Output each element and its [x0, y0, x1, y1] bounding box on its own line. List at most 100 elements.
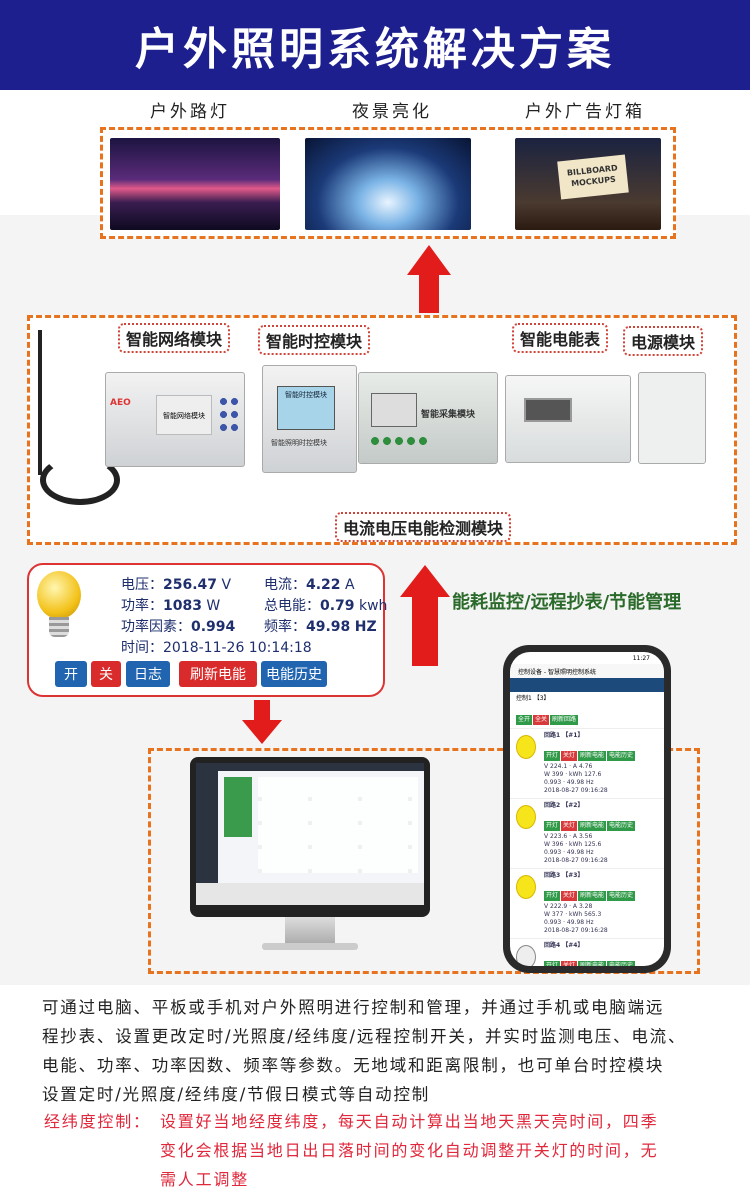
- device-screen: 智能时控模块: [277, 386, 335, 430]
- description-line: 可通过电脑、平板或手机对户外照明进行控制和管理，并通过手机或电脑端远: [42, 998, 665, 1017]
- refresh-energy-button[interactable]: 刷新电能: [179, 661, 257, 687]
- arrow-down: [254, 700, 270, 722]
- meter-display: [524, 398, 572, 422]
- latlng-label: 经纬度控制：: [44, 1112, 151, 1131]
- arrow-up-1: [419, 275, 439, 313]
- circuit-button[interactable]: 开灯: [544, 821, 561, 831]
- circuit-name: 回路3 【#3】: [544, 872, 584, 879]
- network-module-device: AEO 智能网络模块: [105, 372, 245, 467]
- circuit-item: 回路3 【#3】 开灯关灯刷新电能电能历史 V 222.9 · A 3.28 W…: [510, 868, 664, 938]
- freq-unit: HZ: [354, 619, 377, 635]
- energy-unit: kwh: [359, 598, 388, 614]
- timer-module-device: 智能时控模块 智能照明时控模块: [262, 365, 357, 473]
- description-line: 设置定时/光照度/经纬度/节假日模式等自动控制: [42, 1085, 431, 1104]
- circuit-button[interactable]: 刷新电能: [578, 751, 607, 761]
- circuit-button[interactable]: 关灯: [561, 961, 578, 966]
- time-value: 2018-11-26 10:14:18: [163, 640, 312, 656]
- circuit-name: 回路1 【#1】: [544, 732, 584, 739]
- tag-timer-module: 智能时控模块: [258, 325, 371, 355]
- lightbulb-icon: [516, 805, 536, 829]
- description: 可通过电脑、平板或手机对户外照明进行控制和管理，并通过手机或电脑端远 程抄表、设…: [42, 993, 686, 1109]
- circuit-button[interactable]: 电能历史: [607, 961, 636, 966]
- circuit-item: 回路2 【#2】 开灯关灯刷新电能电能历史 V 223.6 · A 3.56 W…: [510, 798, 664, 868]
- circuit-readings-pfhz: 0.993 · 49.98 Hz: [544, 849, 594, 856]
- energy-readout-panel: 电压：256.47 V 电流：4.22 A 功率：1083 W 总电能：0.79…: [27, 563, 388, 697]
- arrow-down-head: [242, 720, 282, 744]
- circuit-readings-va: V 224.1 · A 4.76: [544, 763, 593, 770]
- energy-label: 总电能：: [264, 598, 320, 614]
- energy-meter-device: [505, 375, 631, 463]
- voltage-label: 电压：: [121, 577, 163, 593]
- power-label: 功率：: [121, 598, 163, 614]
- monitor-stand: [285, 917, 335, 945]
- circuit-button[interactable]: 关灯: [561, 821, 578, 831]
- device-label: 智能采集模块: [421, 410, 476, 420]
- circuit-button[interactable]: 关灯: [561, 891, 578, 901]
- circuit-readings-wkwh: W 396 · kWh 125.6: [544, 841, 602, 848]
- circuit-button[interactable]: 刷新电能: [578, 891, 607, 901]
- energy-history-button[interactable]: 电能历史: [261, 661, 327, 687]
- circuit-button[interactable]: 开灯: [544, 891, 561, 901]
- phone-status-time: 11:27: [632, 655, 650, 662]
- phone-screen: 11:27 控制设备 - 智慧照明控制系统 控制1 【3】 全开全关刷新回路 回…: [510, 652, 664, 966]
- circuit-button[interactable]: 刷新电能: [578, 961, 607, 966]
- lightbulb-icon: [516, 875, 536, 899]
- circuit-button[interactable]: 关灯: [561, 751, 578, 761]
- latlng-line: 需人工调整: [160, 1170, 250, 1189]
- circuit-button[interactable]: 刷新电能: [578, 821, 607, 831]
- circuit-button[interactable]: 电能历史: [607, 821, 636, 831]
- tag-detect-module: 电流电压电能检测模块: [335, 512, 512, 542]
- desktop-monitor: [190, 757, 430, 917]
- lightbulb-base: [49, 617, 69, 637]
- circuit-button[interactable]: 电能历史: [607, 751, 636, 761]
- circuit-button[interactable]: 开灯: [544, 961, 561, 966]
- lightbulb-icon: [37, 571, 81, 619]
- lightbulb-icon: [516, 735, 536, 759]
- voltage-unit: V: [221, 577, 232, 593]
- circuit-readings-pfhz: 0.993 · 49.98 Hz: [544, 779, 594, 786]
- device-label: 智能网络模块: [156, 395, 212, 435]
- page-title: 户外照明系统解决方案: [135, 24, 615, 75]
- antenna-cable: [40, 455, 120, 505]
- scene-label-night: 夜景亮化: [352, 102, 432, 122]
- monitor-screen: [196, 763, 424, 883]
- current-unit: A: [345, 577, 355, 593]
- circuit-readings-pfhz: 0.993 · 49.98 Hz: [544, 919, 594, 926]
- pf-label: 功率因素：: [121, 619, 191, 635]
- on-button[interactable]: 开: [55, 661, 87, 687]
- device-screen: [371, 393, 417, 427]
- circuit-readings-va: V 223.6 · A 3.56: [544, 833, 593, 840]
- latlng-line: 变化会根据当地日出日落时间的变化自动调整开关灯的时间，无: [160, 1141, 659, 1160]
- power-module-device: [638, 372, 706, 464]
- current-label: 电流：: [264, 577, 306, 593]
- circuit-time: 2018-08-27 09:16:28: [544, 787, 608, 794]
- power-unit: W: [206, 598, 221, 614]
- billboard-photo: BILLBOARD MOCKUPS: [515, 138, 661, 230]
- night-lighting-photo: [305, 138, 471, 230]
- phone-group: 控制1 【3】: [516, 695, 550, 702]
- current-value: 4.22: [306, 577, 341, 593]
- lightbulb-icon: [516, 945, 536, 966]
- freq-value: 49.98: [306, 619, 351, 635]
- phone-app-title: 控制设备 - 智慧照明控制系统: [510, 664, 664, 678]
- latlng-text: 设置好当地经度纬度，每天自动计算出当地天黑天亮时间，四季 变化会根据当地日出日落…: [160, 1107, 658, 1194]
- monitor-chin: [196, 883, 424, 905]
- freq-label: 频率：: [264, 619, 306, 635]
- collect-module-device: 智能采集模块: [358, 372, 498, 464]
- circuit-button[interactable]: 开灯: [544, 751, 561, 761]
- device-buttons: [369, 435, 429, 447]
- refresh-circuits-button[interactable]: 刷新回路: [550, 715, 579, 725]
- smartphone: 11:27 控制设备 - 智慧照明控制系统 控制1 【3】 全开全关刷新回路 回…: [503, 645, 671, 973]
- tag-network-module: 智能网络模块: [118, 323, 231, 353]
- circuit-button[interactable]: 电能历史: [607, 891, 636, 901]
- circuit-readings-va: V 222.9 · A 3.28: [544, 903, 593, 910]
- device-buttons: [218, 395, 240, 435]
- log-button[interactable]: 日志: [126, 661, 170, 687]
- tag-energy-meter: 智能电能表: [512, 323, 609, 353]
- all-on-button[interactable]: 全开: [516, 715, 533, 725]
- circuit-name: 回路4 【#4】: [544, 942, 584, 949]
- off-button[interactable]: 关: [91, 661, 121, 687]
- header-banner: 户外照明系统解决方案: [0, 0, 750, 90]
- all-off-button[interactable]: 全关: [533, 715, 550, 725]
- scene-label-streetlight: 户外路灯: [150, 102, 230, 122]
